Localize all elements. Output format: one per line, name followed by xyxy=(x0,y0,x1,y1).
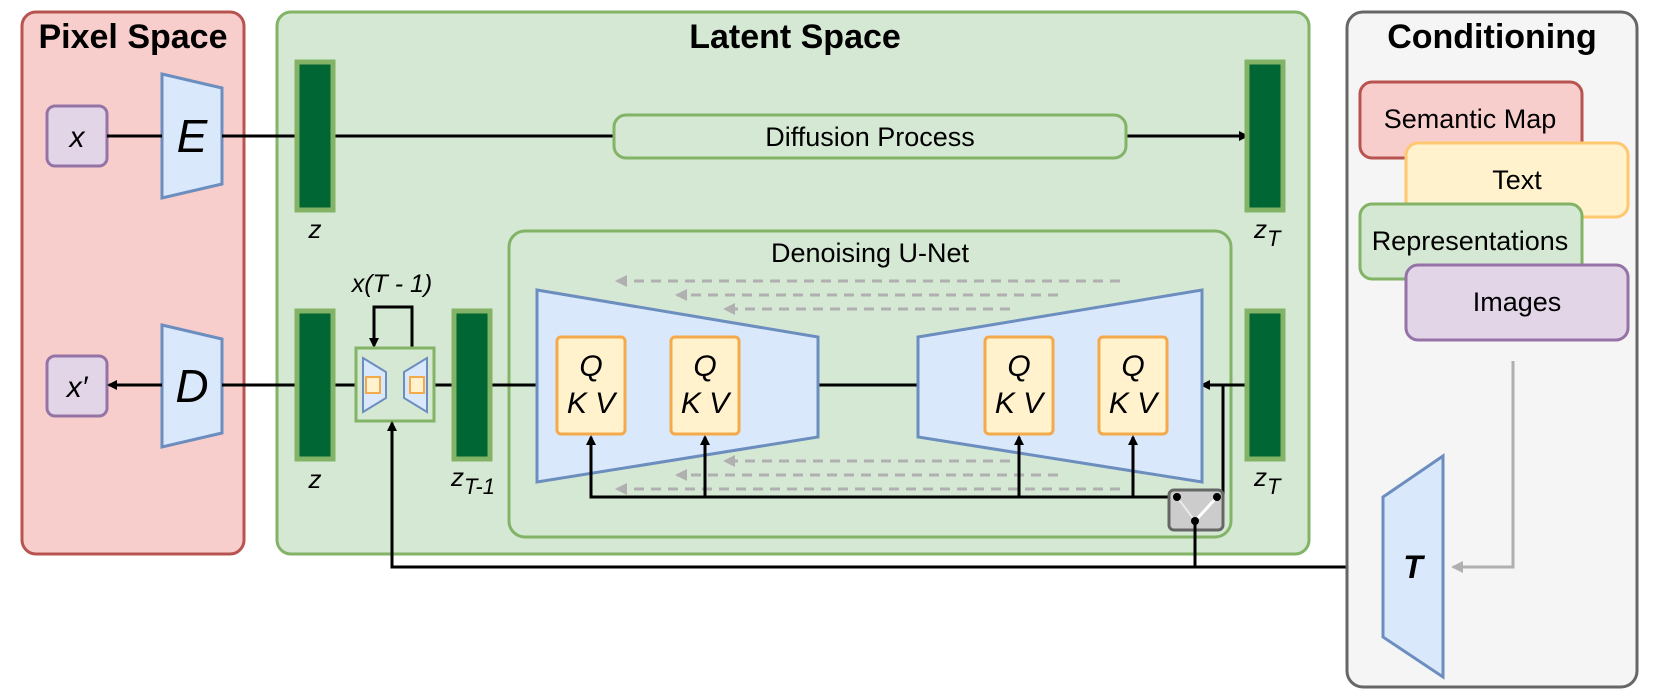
loop-arrow xyxy=(369,305,414,348)
encoder-e-label: E xyxy=(177,110,209,162)
conditioning-title: Conditioning xyxy=(1387,18,1597,56)
zt1-label: zT-1 xyxy=(450,462,495,499)
qkv-block-1 xyxy=(555,335,627,436)
zt1-latent xyxy=(451,308,493,462)
diffusion-process-label: Diffusion Process xyxy=(765,122,975,152)
zt-label-bottom: zT xyxy=(1253,462,1282,499)
qkv-block-1-q: Q xyxy=(579,350,602,383)
qkv-block-4-kv: K V xyxy=(1109,387,1160,420)
z-latent-top xyxy=(294,59,336,213)
latent-space-title: Latent Space xyxy=(689,18,901,56)
scheduler-mini-block-left xyxy=(365,376,381,394)
inputs-to-tau-arrow xyxy=(1451,361,1515,573)
diffusion-process-box xyxy=(612,113,1128,160)
qkv-block-2-q: Q xyxy=(693,350,716,383)
tau-to-scheduler-arrow xyxy=(387,421,1195,569)
text-label: Text xyxy=(1492,165,1542,195)
images-card xyxy=(1404,263,1630,342)
switch-stub xyxy=(1176,496,1196,522)
switch-node-left xyxy=(1173,493,1181,501)
z-label-top: z xyxy=(308,214,322,244)
loop-label: x(T - 1) xyxy=(351,270,433,298)
images-label: Images xyxy=(1473,287,1562,317)
z-label-bottom: z xyxy=(308,464,322,494)
qkv-block-4-q: Q xyxy=(1121,350,1144,383)
qkv-block-3-q: Q xyxy=(1007,350,1030,383)
semantic-map-label: Semantic Map xyxy=(1384,104,1557,134)
tau-encoder-label: T xyxy=(1403,549,1425,585)
qkv-block-3 xyxy=(983,335,1055,436)
qkv-block-1-kv: K V xyxy=(567,387,618,420)
decoder-d-shape xyxy=(160,323,224,449)
zt-latent-top xyxy=(1244,59,1286,213)
encoder-e-shape xyxy=(160,72,224,200)
input-x-label: x xyxy=(68,121,86,154)
scheduler-mini-block-right xyxy=(409,376,425,394)
decoder-d-label: D xyxy=(175,360,208,412)
tau-encoder-shape xyxy=(1381,453,1445,680)
switch-node-right xyxy=(1213,493,1221,501)
zt-latent-bottom xyxy=(1244,308,1286,462)
pixel-space-title: Pixel Space xyxy=(38,18,227,56)
unet-title: Denoising U-Net xyxy=(771,238,970,268)
zt-label-top: zT xyxy=(1253,214,1282,251)
output-x-prime-label: x′ xyxy=(65,371,89,404)
switch-lever xyxy=(1193,495,1219,523)
qkv-block-2-kv: K V xyxy=(681,387,732,420)
qkv-block-3-kv: K V xyxy=(995,387,1046,420)
z-latent-bottom xyxy=(294,308,336,462)
qkv-block-2 xyxy=(669,335,741,436)
qkv-block-4 xyxy=(1097,335,1169,436)
representations-label: Representations xyxy=(1372,226,1569,256)
